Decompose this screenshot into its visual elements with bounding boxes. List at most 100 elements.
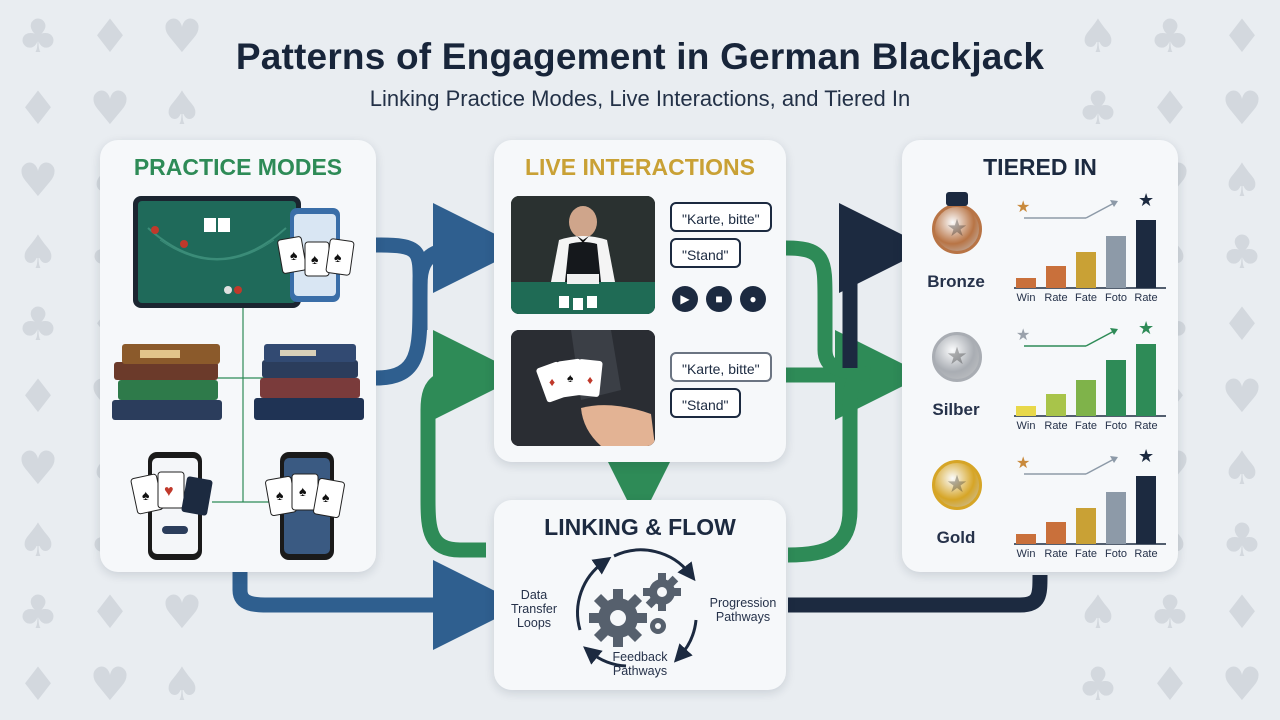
page-title: Patterns of Engagement in German Blackja… xyxy=(235,36,1045,77)
svg-text:♠: ♠ xyxy=(290,247,298,263)
bg-suit: ♣ xyxy=(17,297,58,351)
tick-label: Foto xyxy=(1104,548,1127,560)
practice-illustrations: ♠ ♠ ♠ ♠ ♥ xyxy=(112,196,364,560)
svg-text:♦: ♦ xyxy=(587,373,593,387)
camera-icon[interactable]: ■ xyxy=(706,286,732,312)
tick-label: Fate xyxy=(1074,292,1097,304)
speech-bubble-stand-2: "Stand" xyxy=(670,388,741,418)
tier-bar xyxy=(1046,394,1066,416)
bg-suit: ♦ xyxy=(1149,657,1190,711)
bg-suit: ♦ xyxy=(89,9,130,63)
tick-label: Rate xyxy=(1134,292,1158,304)
practice-modes-title: PRACTICE MODES xyxy=(133,154,343,180)
trend-arrowhead xyxy=(1110,328,1118,335)
tier-bar xyxy=(1106,360,1126,416)
trend-arrowhead xyxy=(1110,456,1118,463)
flow-label-feedback: Feedback Pathways xyxy=(612,650,668,678)
svg-text:♠: ♠ xyxy=(276,487,284,503)
bg-suit: ♠ xyxy=(17,225,58,279)
tick-label: Rate xyxy=(1134,548,1158,560)
trend-line xyxy=(1085,201,1117,219)
svg-text:♠: ♠ xyxy=(334,249,342,265)
tier-bar xyxy=(1106,236,1126,288)
tier-bar xyxy=(1016,278,1036,288)
bg-suit: ♠ xyxy=(1077,9,1118,63)
tier-bar xyxy=(1076,380,1096,416)
flow-label-data-transfer: Data Transfer Loops xyxy=(510,588,558,630)
bg-suit: ♥ xyxy=(17,153,58,207)
bg-suit: ♠ xyxy=(17,513,58,567)
tick-label: Win xyxy=(1016,292,1036,304)
bg-suit: ♠ xyxy=(161,657,202,711)
bg-suit: ♠ xyxy=(161,81,202,135)
trend-arrowhead xyxy=(1110,200,1118,207)
svg-text:♦: ♦ xyxy=(549,375,555,389)
tier-bar xyxy=(1106,492,1126,544)
star-start-icon: ★ xyxy=(1016,327,1030,344)
bg-suit: ♣ xyxy=(1221,225,1262,279)
bg-suit: ♥ xyxy=(161,585,202,639)
bg-suit: ♣ xyxy=(17,585,58,639)
tick-label: Win xyxy=(1016,548,1036,560)
tick-label: Win xyxy=(1016,420,1036,432)
bg-suit: ♠ xyxy=(1077,585,1118,639)
tier-bar xyxy=(1136,476,1156,544)
svg-text:♠: ♠ xyxy=(322,489,330,505)
trend-line xyxy=(1085,329,1117,347)
speech-bubble-stand: "Stand" xyxy=(670,238,741,268)
linking-flow-panel: LINKING & FLOW Dat xyxy=(494,500,786,690)
hand-cards-photo: ♦ ♠ ♦ xyxy=(511,330,655,446)
tick-label: Rate xyxy=(1044,292,1068,304)
bg-suit: ♦ xyxy=(1221,297,1262,351)
gears-cycle-icon xyxy=(576,548,698,668)
bg-suit: ♦ xyxy=(1221,9,1262,63)
bg-suit: ♣ xyxy=(1221,513,1262,567)
video-icon[interactable]: ▶ xyxy=(672,286,698,312)
tick-label: Foto xyxy=(1104,420,1127,432)
medal-star: ★ xyxy=(946,343,968,370)
star-end-icon: ★ xyxy=(1138,446,1154,466)
svg-text:♥: ♥ xyxy=(164,483,174,500)
star-start-icon: ★ xyxy=(1016,199,1030,216)
tiered-title: TIERED IN xyxy=(983,154,1097,180)
bg-suit: ♦ xyxy=(17,81,58,135)
medal-star: ★ xyxy=(946,215,968,242)
flow-label-progression: Progression Pathways xyxy=(709,596,777,624)
tier-bar xyxy=(1076,508,1096,544)
tier-bar xyxy=(1046,266,1066,288)
bg-suit: ♠ xyxy=(1221,153,1262,207)
tick-label: Rate xyxy=(1044,420,1068,432)
tier-chart-silber: ★★ xyxy=(1014,318,1166,417)
bg-suit: ♠ xyxy=(1221,441,1262,495)
tick-label: Fate xyxy=(1074,420,1097,432)
tier-bar xyxy=(1136,220,1156,288)
bg-suit: ♥ xyxy=(89,81,130,135)
live-interactions-title: LIVE INTERACTIONS xyxy=(524,154,755,180)
tick-label: Rate xyxy=(1134,420,1158,432)
bg-suit: ♥ xyxy=(161,9,202,63)
medal-ribbon xyxy=(946,192,968,206)
tier-bar xyxy=(1076,252,1096,288)
bg-suit: ♦ xyxy=(1221,585,1262,639)
bg-suit: ♦ xyxy=(17,369,58,423)
svg-text:♠: ♠ xyxy=(299,483,307,499)
bg-suit: ♣ xyxy=(1077,657,1118,711)
tick-label: Foto xyxy=(1104,292,1127,304)
bg-suit: ♥ xyxy=(1221,657,1262,711)
bg-suit: ♦ xyxy=(1149,81,1190,135)
svg-text:♠: ♠ xyxy=(567,371,574,385)
star-end-icon: ★ xyxy=(1138,318,1154,338)
tick-label: Fate xyxy=(1074,548,1097,560)
tablet-icon xyxy=(133,196,301,308)
microphone-icon[interactable]: ● xyxy=(740,286,766,312)
page-subtitle: Linking Practice Modes, Live Interaction… xyxy=(369,86,911,111)
bg-suit: ♣ xyxy=(1149,9,1190,63)
medal-gold-icon: ★ xyxy=(932,460,982,510)
tier-label-bronze: Bronze xyxy=(927,272,985,291)
bg-suit: ♥ xyxy=(1221,81,1262,135)
phone-bottom-left-icon: ♠ ♥ xyxy=(130,452,213,560)
svg-text:♠: ♠ xyxy=(311,251,319,267)
tier-bar xyxy=(1046,522,1066,544)
bg-suit: ♣ xyxy=(1149,585,1190,639)
